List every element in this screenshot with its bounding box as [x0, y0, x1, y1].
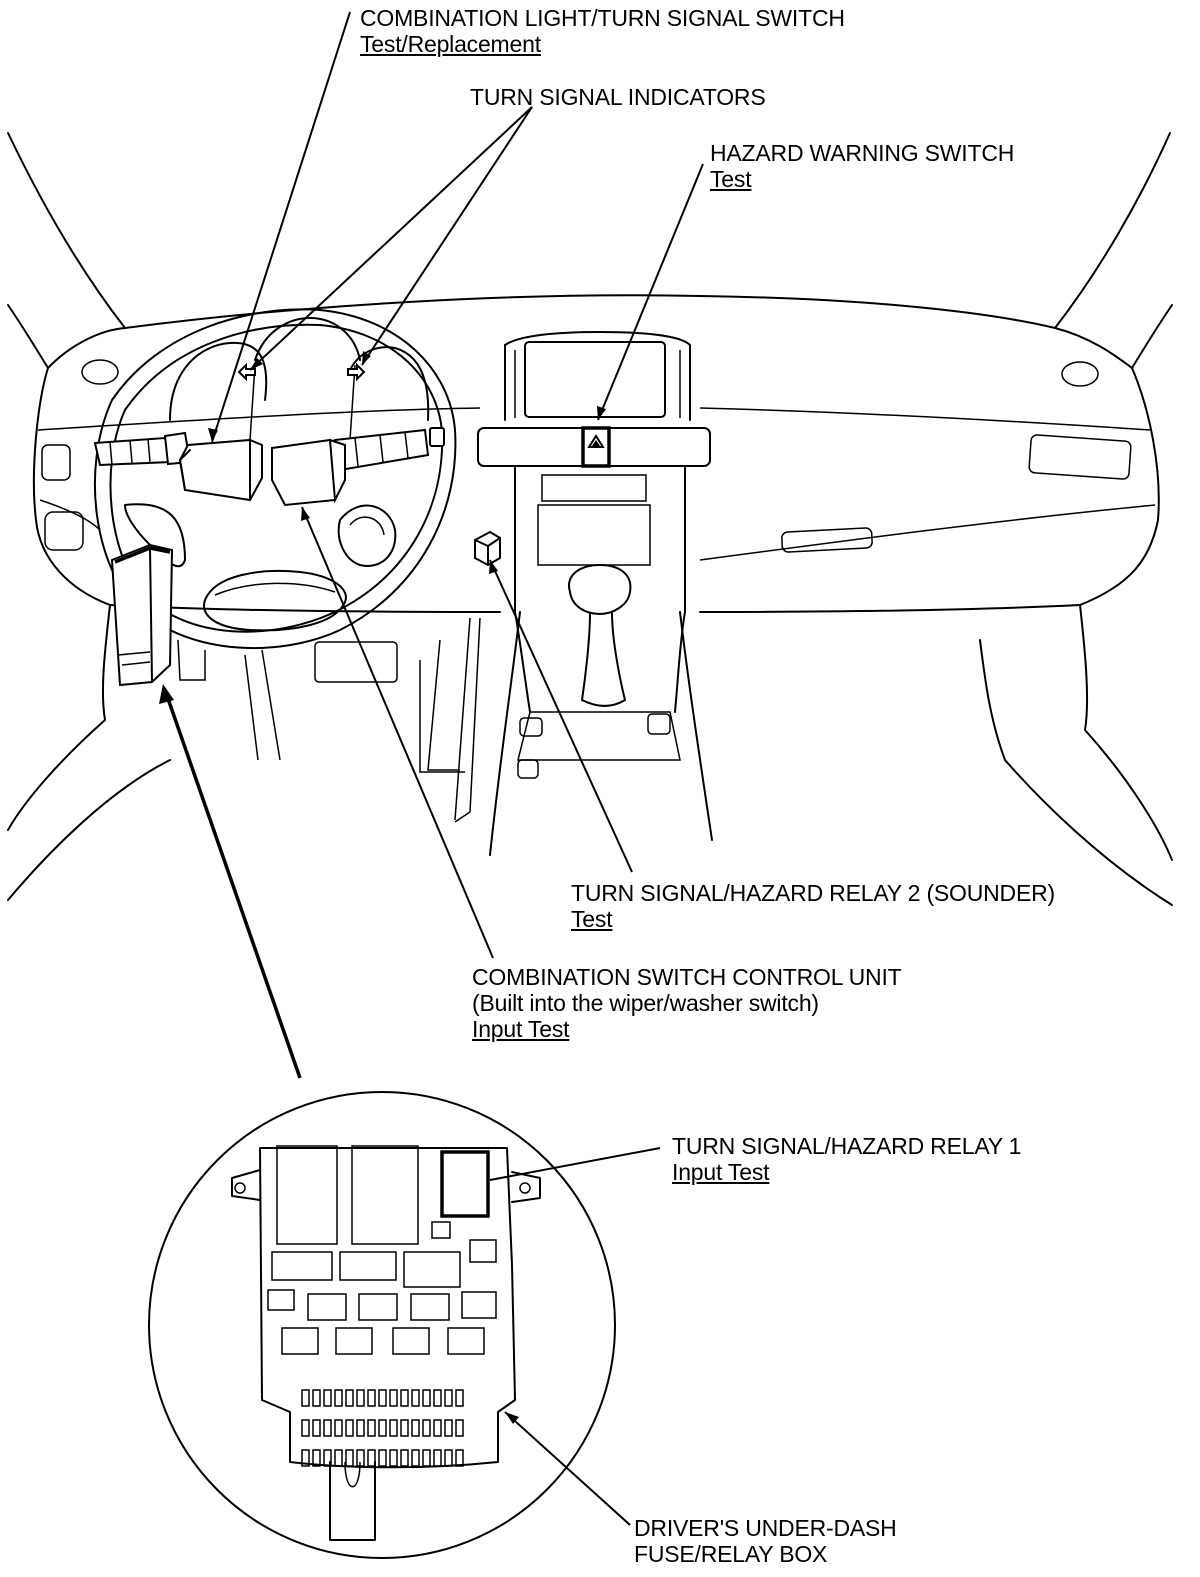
fuse-slot: [345, 1419, 354, 1437]
relay-2-box: [474, 530, 501, 567]
fuse-slot: [323, 1389, 332, 1407]
fuse-slot: [444, 1449, 453, 1467]
fuse-slot: [323, 1449, 332, 1467]
fuse-slot: [433, 1389, 442, 1407]
dashboard-body: [7, 294, 1173, 906]
fuse-slot: [378, 1449, 387, 1467]
fuse-slot: [367, 1419, 376, 1437]
windshield-frame: [7, 132, 1173, 369]
pedals: [244, 639, 460, 771]
fuse-slot: [433, 1419, 442, 1437]
label-turn-indicators: TURN SIGNAL INDICATORS: [470, 84, 766, 110]
fuse-slot: [312, 1419, 321, 1437]
fuse-slot: [444, 1389, 453, 1407]
fuse-slot: [422, 1419, 431, 1437]
fuse-slot: [455, 1389, 464, 1407]
fuse-slot: [433, 1449, 442, 1467]
fuse-slot: [400, 1449, 409, 1467]
fuse-slot: [455, 1449, 464, 1467]
fuse-grid: [301, 1389, 464, 1467]
fuse-slot: [334, 1419, 343, 1437]
center-console: [419, 331, 713, 856]
gauge-cluster: [169, 317, 430, 441]
fuse-box-inset: [148, 1091, 616, 1559]
fuse-box-line-2: FUSE/RELAY BOX: [634, 1541, 828, 1567]
label-hazard-switch: HAZARD WARNING SWITCH Test: [710, 140, 1014, 192]
fuse-slot: [356, 1389, 365, 1407]
leader-lines: [163, 11, 704, 1526]
fuse-slot: [301, 1389, 310, 1407]
label-fuse-box: DRIVER'S UNDER-DASH FUSE/RELAY BOX: [634, 1515, 897, 1567]
fuse-slot: [312, 1389, 321, 1407]
fuse-slot: [334, 1389, 343, 1407]
turn-indicators-title: TURN SIGNAL INDICATORS: [470, 84, 766, 110]
fuse-slot: [312, 1449, 321, 1467]
leader-arrowheads: [159, 351, 606, 1424]
fuse-slot: [389, 1419, 398, 1437]
fuse-slot: [411, 1449, 420, 1467]
combination-switch-stalks: [93, 427, 445, 472]
fuse-slot: [345, 1389, 354, 1407]
relay-1-highlight: [440, 1150, 490, 1218]
fuse-box-line-1: DRIVER'S UNDER-DASH: [634, 1515, 897, 1541]
control-unit-note: (Built into the wiper/washer switch): [472, 990, 819, 1016]
hazard-switch-title: HAZARD WARNING SWITCH: [710, 140, 1015, 166]
fuse-slot: [400, 1389, 409, 1407]
fuse-slot: [356, 1419, 365, 1437]
fuse-slot: [345, 1449, 354, 1467]
label-relay-1: TURN SIGNAL/HAZARD RELAY 1 Input Test: [672, 1133, 1021, 1185]
fuse-slot: [400, 1419, 409, 1437]
combination-light-switch: [178, 438, 263, 502]
fuse-slot: [334, 1449, 343, 1467]
control-unit-title: COMBINATION SWITCH CONTROL UNIT: [472, 964, 902, 990]
hazard-switch: [581, 426, 611, 468]
fuse-slot: [367, 1449, 376, 1467]
fuse-slot: [389, 1389, 398, 1407]
hazard-switch-link[interactable]: Test: [710, 166, 752, 192]
fuse-slot: [301, 1419, 310, 1437]
label-control-unit: COMBINATION SWITCH CONTROL UNIT (Built i…: [472, 964, 902, 1042]
fuse-slot: [444, 1419, 453, 1437]
fuse-slot: [411, 1389, 420, 1407]
combination-switch-link[interactable]: Test/Replacement: [360, 31, 541, 57]
relay-1-link[interactable]: Input Test: [672, 1159, 770, 1185]
fuse-slot: [378, 1419, 387, 1437]
arrow-left-icon: [237, 362, 256, 382]
fuse-slot: [422, 1389, 431, 1407]
relay-1-title: TURN SIGNAL/HAZARD RELAY 1: [672, 1133, 1022, 1159]
label-combination-switch: COMBINATION LIGHT/TURN SIGNAL SWITCH Tes…: [360, 5, 845, 57]
fuse-slot: [301, 1449, 310, 1467]
fuse-slot: [356, 1449, 365, 1467]
fuse-slot: [455, 1419, 464, 1437]
arrow-right-icon: [347, 362, 366, 382]
label-relay-2: TURN SIGNAL/HAZARD RELAY 2 (SOUNDER) Tes…: [571, 880, 1055, 932]
control-unit-link[interactable]: Input Test: [472, 1016, 570, 1042]
fuse-slot: [422, 1449, 431, 1467]
fuse-slot: [367, 1389, 376, 1407]
relay-2-title: TURN SIGNAL/HAZARD RELAY 2 (SOUNDER): [571, 880, 1055, 906]
fuse-slot: [389, 1449, 398, 1467]
relay-2-link[interactable]: Test: [571, 906, 613, 932]
fuse-box-in-dash: [110, 543, 174, 687]
fuse-slot: [411, 1419, 420, 1437]
fuse-slot: [378, 1389, 387, 1407]
wiper-washer-switch: [271, 438, 346, 507]
fuse-slot: [323, 1419, 332, 1437]
combination-switch-title: COMBINATION LIGHT/TURN SIGNAL SWITCH: [360, 5, 845, 31]
